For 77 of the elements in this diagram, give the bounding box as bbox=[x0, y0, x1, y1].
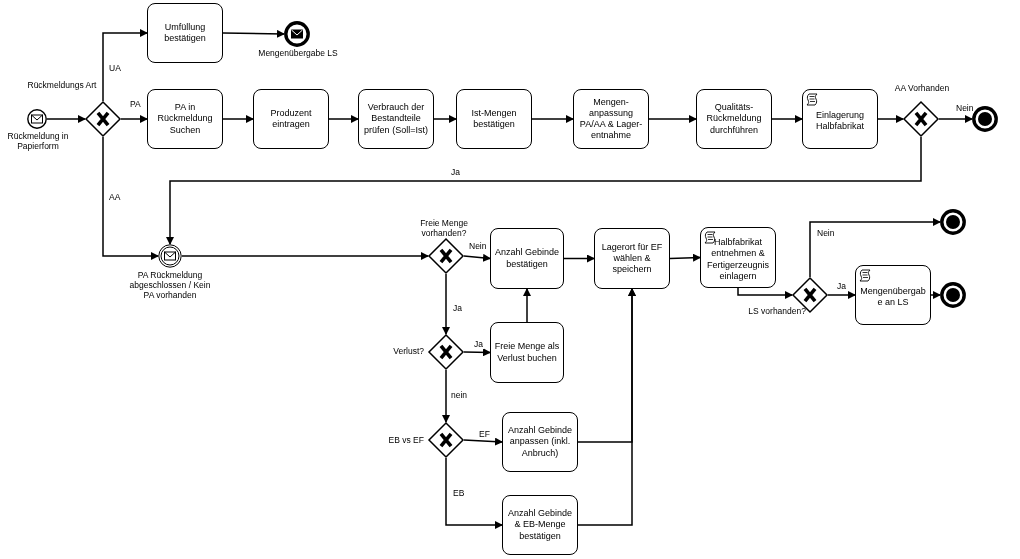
gateway-diamond bbox=[428, 334, 464, 370]
sequence-flow-arrow bbox=[669, 253, 701, 262]
sequence-flow-arrow bbox=[648, 115, 697, 123]
edge-label: AA bbox=[108, 193, 122, 202]
sequence-flow-arrow bbox=[930, 291, 941, 299]
edge-label: Nein bbox=[816, 229, 836, 238]
intermediate-message-event bbox=[158, 244, 182, 268]
task-box: Ist-Mengen bestätigen bbox=[456, 89, 532, 149]
sequence-flow-arrow bbox=[328, 115, 359, 123]
edge-label: Ja bbox=[473, 340, 484, 349]
event-label: Rückmeldung in Papierform bbox=[6, 131, 70, 152]
task-box: PA in Rückmeldung Suchen bbox=[147, 89, 223, 149]
sequence-flow-arrow bbox=[102, 136, 159, 260]
task-box: Freie Menge als Verlust buchen bbox=[490, 322, 564, 383]
sequence-flow-arrow bbox=[531, 115, 574, 123]
sequence-flow-arrow bbox=[442, 273, 450, 335]
edge-label: Ja bbox=[836, 282, 847, 291]
gateway-label: Rückmeldungs Art bbox=[26, 80, 98, 91]
task-box: Umfüllung bestätigen bbox=[147, 3, 223, 63]
task-box: Verbrauch der Bestandteile prüfen (Soll=Ist) bbox=[358, 89, 434, 149]
sequence-flow-arrow bbox=[809, 218, 941, 278]
sequence-flow-arrow bbox=[46, 115, 86, 123]
sequence-flow-arrow bbox=[445, 457, 503, 529]
task-box: Qualitäts- Rückmeldung durchführen bbox=[696, 89, 772, 149]
sequence-flow-arrow bbox=[442, 369, 450, 423]
gateway-label: LS vorhanden? bbox=[747, 306, 806, 317]
task-box: Lagerort für EF wählen & speichern bbox=[594, 228, 670, 289]
sequence-flow-arrow bbox=[938, 115, 973, 123]
edge-label: Nein bbox=[468, 242, 488, 251]
gateway-label: Verlust? bbox=[392, 346, 424, 357]
sequence-flow-arrow bbox=[463, 253, 491, 262]
sequence-flow-arrow bbox=[523, 288, 531, 323]
edge-label: EB bbox=[452, 489, 466, 498]
event-label: PA Rückmeldung abgeschlossen / Kein PA vorhanden bbox=[128, 270, 212, 301]
gateway-diamond bbox=[85, 101, 121, 137]
gateway-diamond bbox=[428, 238, 464, 274]
task-box: Anzahl Gebinde bestätigen bbox=[490, 228, 564, 289]
sequence-flow-arrow bbox=[737, 287, 793, 299]
sequence-flow-arrow bbox=[166, 136, 922, 245]
task-box: Anzahl Gebinde anpassen (inkl. Anbruch) bbox=[502, 412, 578, 472]
task-box: Produzent eintragen bbox=[253, 89, 329, 149]
gateway-label: Freie Menge vorhanden? bbox=[419, 218, 469, 239]
sequence-flow-arrow bbox=[433, 115, 457, 123]
edge-label: EF bbox=[478, 430, 491, 439]
task-box: Mengen- anpassung PA/AA & Lager- entnahme bbox=[573, 89, 649, 149]
script-task-box: Halbfabrikat entnehmen & Fertigerzeugnis einlagern bbox=[700, 227, 776, 288]
event-label: Mengenübergabe LS bbox=[257, 48, 339, 59]
sequence-flow-arrow bbox=[827, 291, 856, 299]
edge-label: nein bbox=[450, 391, 469, 400]
task-box: Anzahl Gebinde & EB-Menge bestätigen bbox=[502, 495, 578, 555]
sequence-flow-arrow bbox=[463, 437, 503, 446]
sequence-flow-arrow bbox=[877, 115, 904, 123]
sequence-flow-arrow bbox=[120, 115, 148, 123]
end-event bbox=[940, 209, 966, 235]
edge-label: Ja bbox=[450, 168, 461, 177]
end-event bbox=[940, 282, 966, 308]
start-event bbox=[27, 109, 47, 129]
end-event bbox=[972, 106, 998, 132]
sequence-flow-arrow bbox=[771, 115, 803, 123]
script-task-box: Einlagerung Halbfabrikat bbox=[802, 89, 878, 149]
edge-label: PA bbox=[129, 100, 142, 109]
sequence-flow-arrow bbox=[222, 29, 285, 38]
gateway-label: AA Vorhanden bbox=[893, 83, 951, 94]
sequence-flow-arrow bbox=[102, 29, 148, 102]
sequence-flow-arrow bbox=[563, 254, 595, 263]
gateway-label: EB vs EF bbox=[387, 435, 424, 446]
sequence-flow-arrow bbox=[463, 348, 491, 357]
script-task-box: Mengenübergabe an LS bbox=[855, 265, 931, 325]
edge-label: UA bbox=[108, 64, 122, 73]
sequence-flow-arrow bbox=[181, 252, 429, 260]
edge-label: Nein bbox=[955, 104, 975, 113]
gateway-diamond bbox=[428, 422, 464, 458]
sequence-flow-arrow bbox=[577, 288, 636, 526]
gateway-diamond bbox=[903, 101, 939, 137]
message-end-event bbox=[284, 21, 310, 47]
sequence-flow-arrow bbox=[222, 115, 254, 123]
edge-label: Ja bbox=[452, 304, 463, 313]
